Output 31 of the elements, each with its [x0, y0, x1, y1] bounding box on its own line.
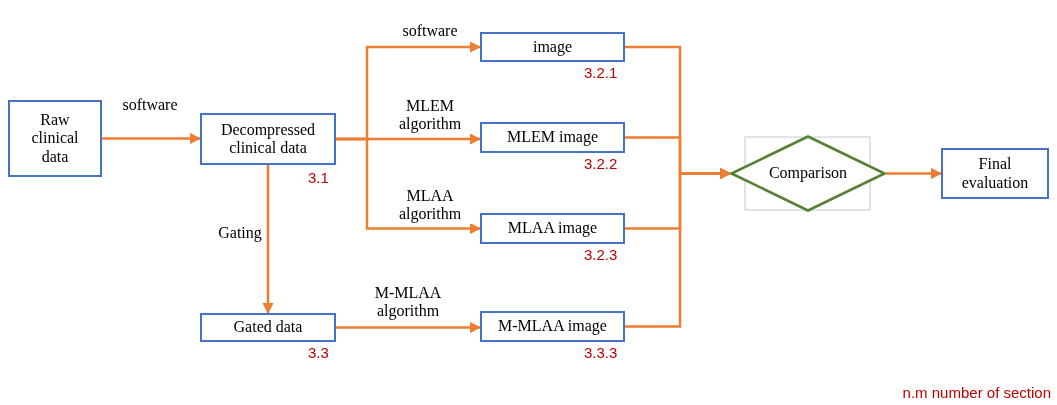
- section-number: 3.1: [308, 169, 329, 186]
- section-number: 3.3: [308, 344, 329, 361]
- legend-note: n.m number of section: [902, 384, 1051, 401]
- process-box: [480, 32, 625, 62]
- node-label: Final evaluation: [960, 155, 1030, 192]
- process-box: [200, 113, 336, 165]
- node-label: image: [531, 37, 574, 57]
- section-number: 3.2.2: [584, 155, 618, 172]
- process-box: [480, 213, 625, 244]
- node-label: MLAA image: [506, 219, 599, 238]
- node-label: M-MLAA image: [497, 317, 608, 336]
- arrow: [102, 132, 202, 145]
- section-number: 3.3.3: [584, 344, 618, 361]
- arrow: [886, 167, 943, 180]
- node-label: Comparison: [767, 164, 849, 183]
- decision-diamond: [730, 135, 886, 212]
- node-label: Raw clinical data: [30, 110, 80, 167]
- node-label: Decompressed clinical data: [219, 120, 317, 158]
- process-box: [8, 100, 102, 177]
- process-box: [200, 313, 336, 342]
- process-box: [941, 148, 1049, 199]
- arrow: [336, 137, 482, 235]
- process-box: [480, 311, 625, 342]
- section-number: 3.2.1: [584, 64, 618, 81]
- section-number: 3.2.3: [584, 246, 618, 263]
- node-label: MLEM image: [505, 128, 600, 147]
- arrow: [262, 165, 274, 315]
- process-box: [480, 122, 625, 153]
- node-label: Gated data: [232, 318, 304, 337]
- edge-label: Gating: [216, 224, 264, 243]
- arrow: [336, 321, 482, 334]
